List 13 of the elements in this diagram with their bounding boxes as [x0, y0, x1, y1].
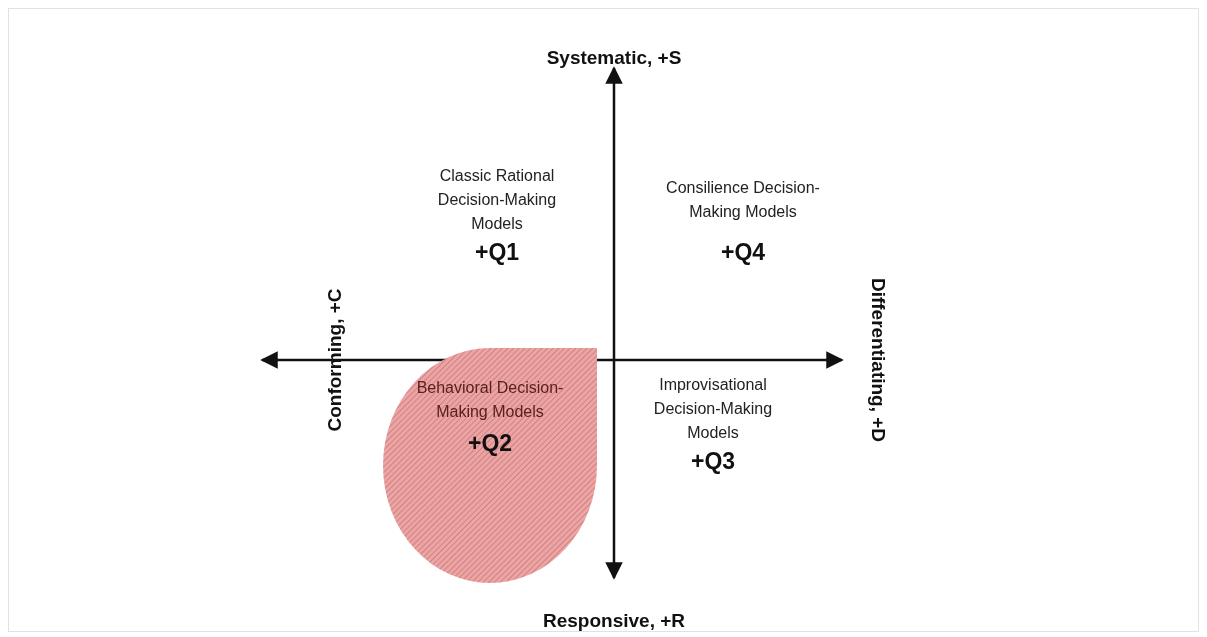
- axis-label: Conforming, +C: [322, 288, 346, 432]
- quadrant-title: Classic Rational Decision-Making Models: [436, 166, 558, 234]
- quadrant-number: +Q2: [467, 429, 513, 458]
- quadrant-number: +Q3: [690, 446, 736, 476]
- quadrant-title: Behavioral Decision-Making Models: [415, 378, 565, 422]
- quadrant-title: Improvisational Decision-Making Models: [652, 375, 774, 443]
- hatched-teardrop: [383, 348, 597, 583]
- axis-label: Systematic, +S: [546, 45, 682, 70]
- quadrant-title: Consilience Decision-Making Models: [665, 178, 821, 222]
- quadrant-number: +Q1: [474, 237, 520, 267]
- axis-label: Differentiating, +D: [867, 277, 891, 443]
- quadrant-number: +Q4: [720, 237, 766, 267]
- axis-label: Responsive, +R: [543, 608, 685, 633]
